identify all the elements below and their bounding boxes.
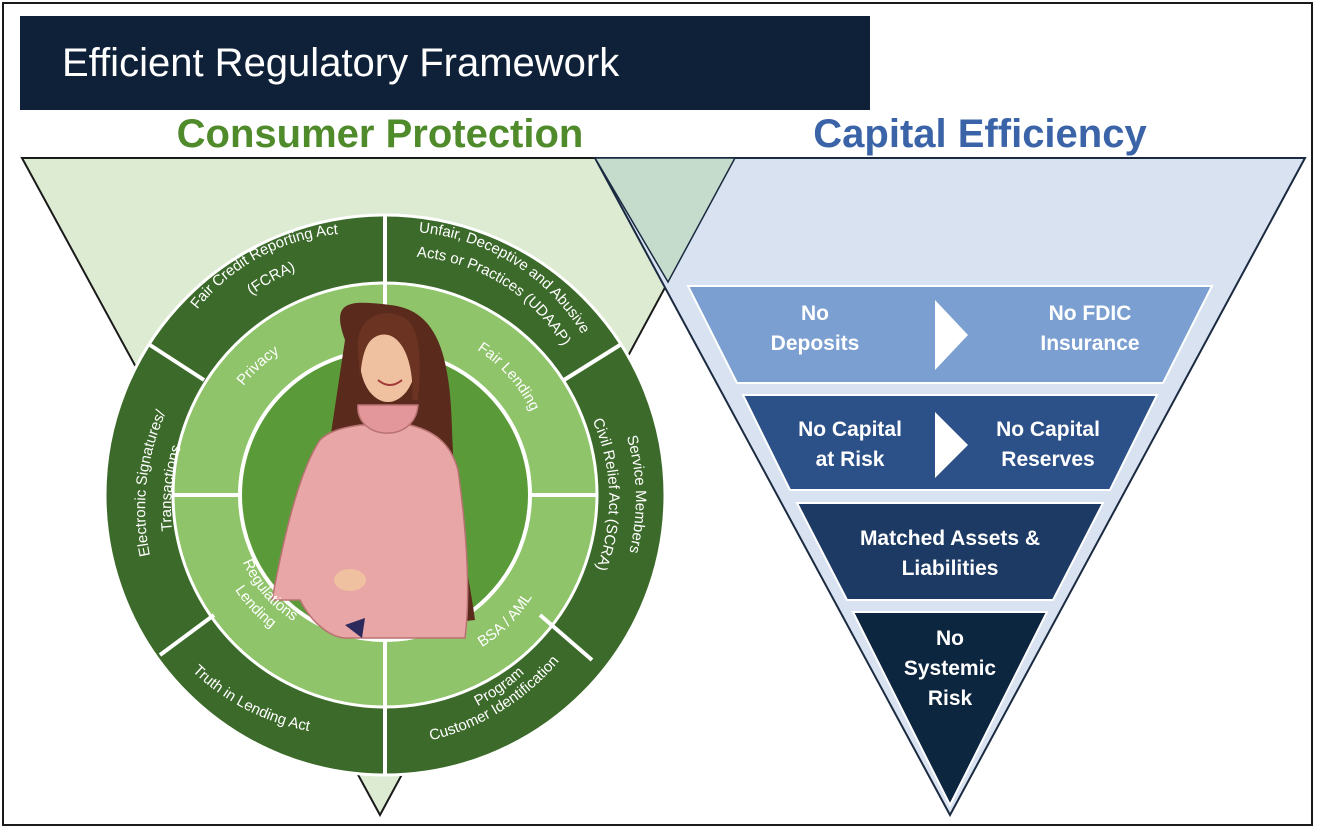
consumer-protection-heading: Consumer Protection bbox=[176, 112, 584, 156]
no-capital-reserves-line1: No Capital bbox=[996, 418, 1100, 441]
capital-efficiency-heading: Capital Efficiency bbox=[813, 112, 1147, 156]
chevron-right-icon bbox=[935, 300, 968, 370]
capital-tier-3: Matched Assets & Liabilities bbox=[795, 502, 1105, 601]
no-fdic-line1: No FDIC bbox=[1049, 302, 1132, 325]
person-illustration bbox=[271, 302, 475, 639]
no-capital-risk-line2: at Risk bbox=[816, 448, 885, 471]
no-systemic-line2: Systemic bbox=[904, 657, 997, 680]
matched-assets-line1: Matched Assets & bbox=[860, 527, 1040, 550]
capital-tier-1: No Deposits No FDIC Insurance bbox=[686, 285, 1214, 384]
no-systemic-line1: No bbox=[936, 627, 964, 650]
no-fdic-line2: Insurance bbox=[1040, 332, 1139, 355]
no-systemic-line3: Risk bbox=[928, 687, 973, 710]
matched-assets-line2: Liabilities bbox=[902, 557, 999, 580]
no-deposits-line1: No bbox=[801, 302, 829, 325]
no-capital-reserves-line2: Reserves bbox=[1001, 448, 1094, 471]
no-deposits-line2: Deposits bbox=[771, 332, 860, 355]
capital-tier-2: No Capital at Risk No Capital Reserves bbox=[741, 394, 1159, 491]
no-capital-risk-line1: No Capital bbox=[798, 418, 902, 441]
chevron-right-icon bbox=[935, 412, 968, 478]
triangle-overlap bbox=[593, 157, 737, 284]
slide-title: Efficient Regulatory Framework bbox=[20, 16, 870, 110]
capital-tier-4: No Systemic Risk bbox=[851, 611, 1049, 808]
